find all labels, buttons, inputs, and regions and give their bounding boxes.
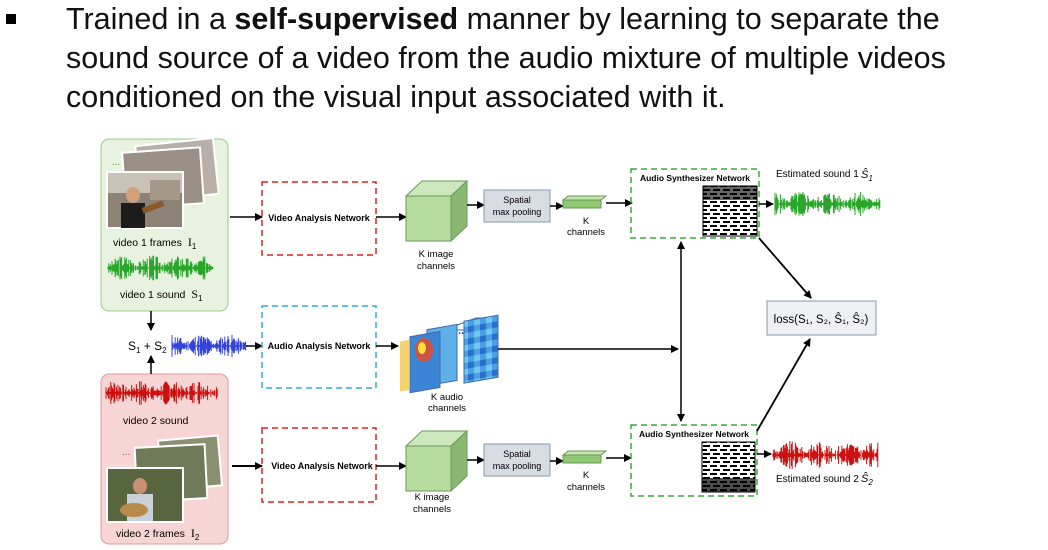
bullet-line-2: sound source of a video from the audio m… (66, 41, 946, 75)
dots-label-2: ... (122, 447, 130, 458)
spatial-pool-1: Spatial max pooling (483, 189, 551, 223)
spatial-label-2b: max pooling (493, 461, 542, 471)
video2-frames-image (106, 434, 224, 523)
image-feature-cube-1: K image channels (404, 179, 469, 272)
estimated-label-1: Estimated sound 1 (776, 169, 859, 180)
k-image-label-1: K image (419, 249, 454, 260)
loss-box: loss(S₁, S₂, Ŝ₁, Ŝ₂) (766, 300, 877, 336)
k-image-channels-1: channels (417, 261, 455, 272)
audio-analysis-network: Audio Analysis Network (261, 305, 399, 389)
loss-label: loss(S₁, S₂, Ŝ₁, Ŝ₂) (774, 313, 869, 326)
mixture-waveform (171, 334, 247, 358)
k-label-2: K (583, 470, 590, 481)
video-analysis-label-1: Video Analysis Network (268, 213, 371, 223)
video-analysis-network-2: Video Analysis Network (232, 427, 407, 503)
image-feature-cube-2: K image channels (404, 429, 469, 515)
audio-feature-maps: ... K audio channels (400, 314, 499, 414)
bullet-line-3: conditioned on the visual input associat… (66, 80, 726, 114)
bullet-text: Trained in a self-supervised manner by l… (66, 0, 1041, 117)
spatial-label-1b: max pooling (493, 207, 542, 217)
k-audio-label: K audio (431, 392, 463, 403)
video2-sound-label: video 2 sound (123, 415, 189, 427)
audio-synth-label-1: Audio Synthesizer Network (640, 173, 750, 183)
bullet-bold: self-supervised (234, 2, 459, 36)
video1-frames-image (106, 136, 220, 229)
k-image-channels-2: channels (413, 504, 451, 515)
k-vector-1: K channels (561, 195, 608, 238)
bullet-section: Trained in a self-supervised manner by l… (0, 0, 1048, 120)
audio-synth-network-1: Audio Synthesizer Network (630, 168, 760, 239)
estimated-waveform-1 (774, 192, 881, 216)
estimated-waveform-2 (772, 441, 879, 469)
spatial-label-2a: Spatial (503, 449, 531, 459)
audio-analysis-label: Audio Analysis Network (268, 341, 372, 351)
spatial-label-1a: Spatial (503, 195, 531, 205)
spatial-pool-2: Spatial max pooling (483, 443, 551, 477)
k-channels-2: channels (567, 482, 605, 493)
bullet-suffix: manner by learning to separate the (458, 2, 940, 36)
k-label-1: K (583, 216, 590, 227)
audio-maps-dots: ... (455, 325, 464, 337)
k-vector-2: K channels (561, 450, 608, 493)
dots-label: ... (112, 157, 120, 168)
k-audio-channels: channels (428, 403, 466, 414)
k-channels-1: channels (567, 227, 605, 238)
k-image-label-2: K image (415, 492, 450, 503)
mixture-label: S1 + S2 (128, 339, 167, 355)
video1-waveform (107, 255, 214, 281)
video-analysis-label-2: Video Analysis Network (271, 461, 374, 471)
bullet-prefix: Trained in a (66, 2, 235, 36)
audio-synth-network-2: Audio Synthesizer Network (630, 424, 758, 497)
video2-waveform (105, 381, 218, 405)
estimated-label-2: Estimated sound 2 (776, 474, 859, 485)
estimated-symbol-2: Ŝ2 (861, 472, 873, 487)
video-analysis-network-1: Video Analysis Network (230, 181, 407, 256)
estimated-symbol-1: Ŝ1 (861, 168, 873, 183)
mixture: S1 + S2 (128, 311, 263, 374)
audio-synth-label-2: Audio Synthesizer Network (639, 429, 749, 439)
bullet-marker (6, 14, 16, 24)
